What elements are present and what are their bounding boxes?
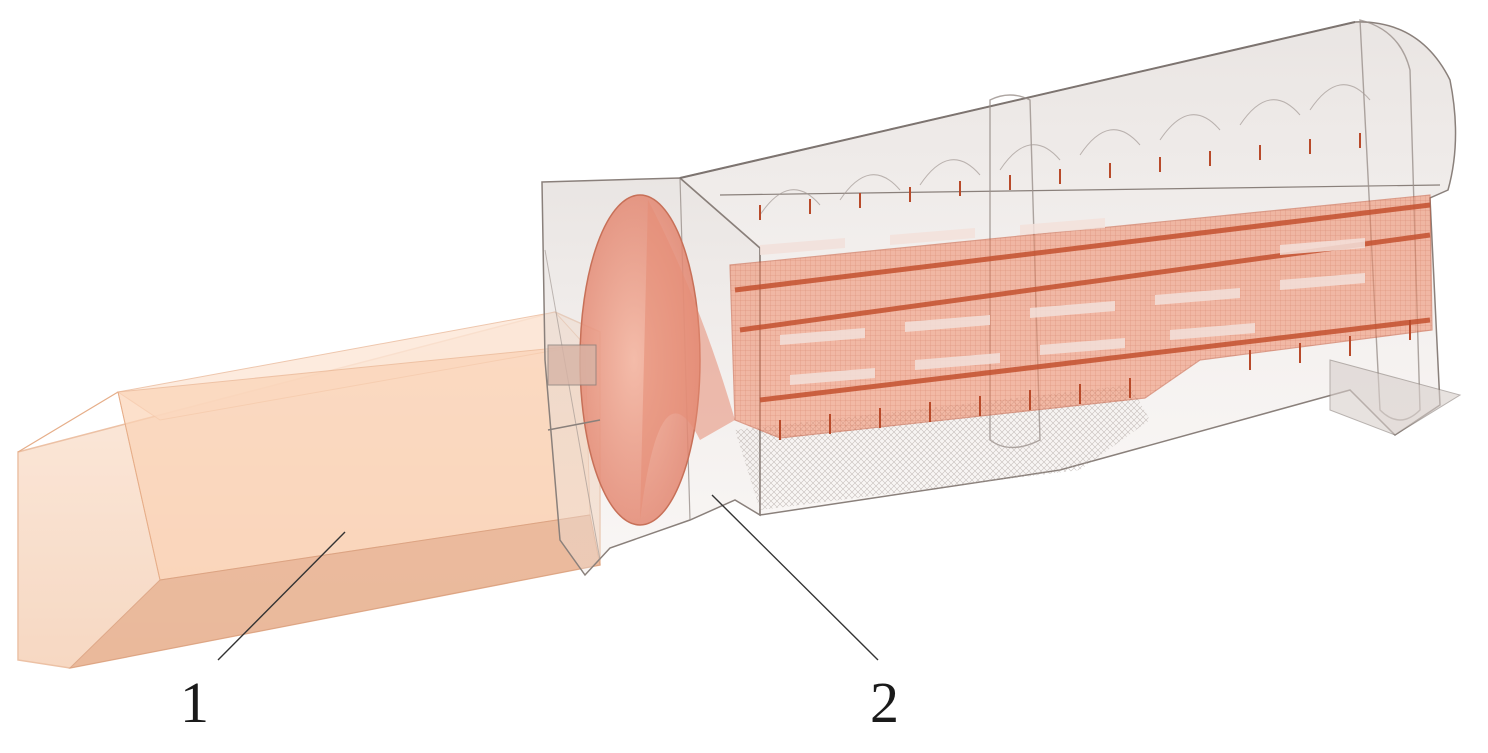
transition-funnel (541, 177, 761, 577)
callout-label-1: 1 (180, 670, 209, 735)
end-plate (1329, 359, 1462, 436)
concave-grate (735, 385, 1150, 510)
callout-label-2: 2 (870, 670, 899, 735)
threshing-rotor (729, 133, 1433, 440)
callout-leader-1 (217, 531, 346, 661)
feed-chute (17, 311, 601, 669)
callout-leader-2 (711, 494, 879, 661)
feeder-cone-taper (640, 200, 735, 520)
drive-shaft (547, 344, 597, 386)
